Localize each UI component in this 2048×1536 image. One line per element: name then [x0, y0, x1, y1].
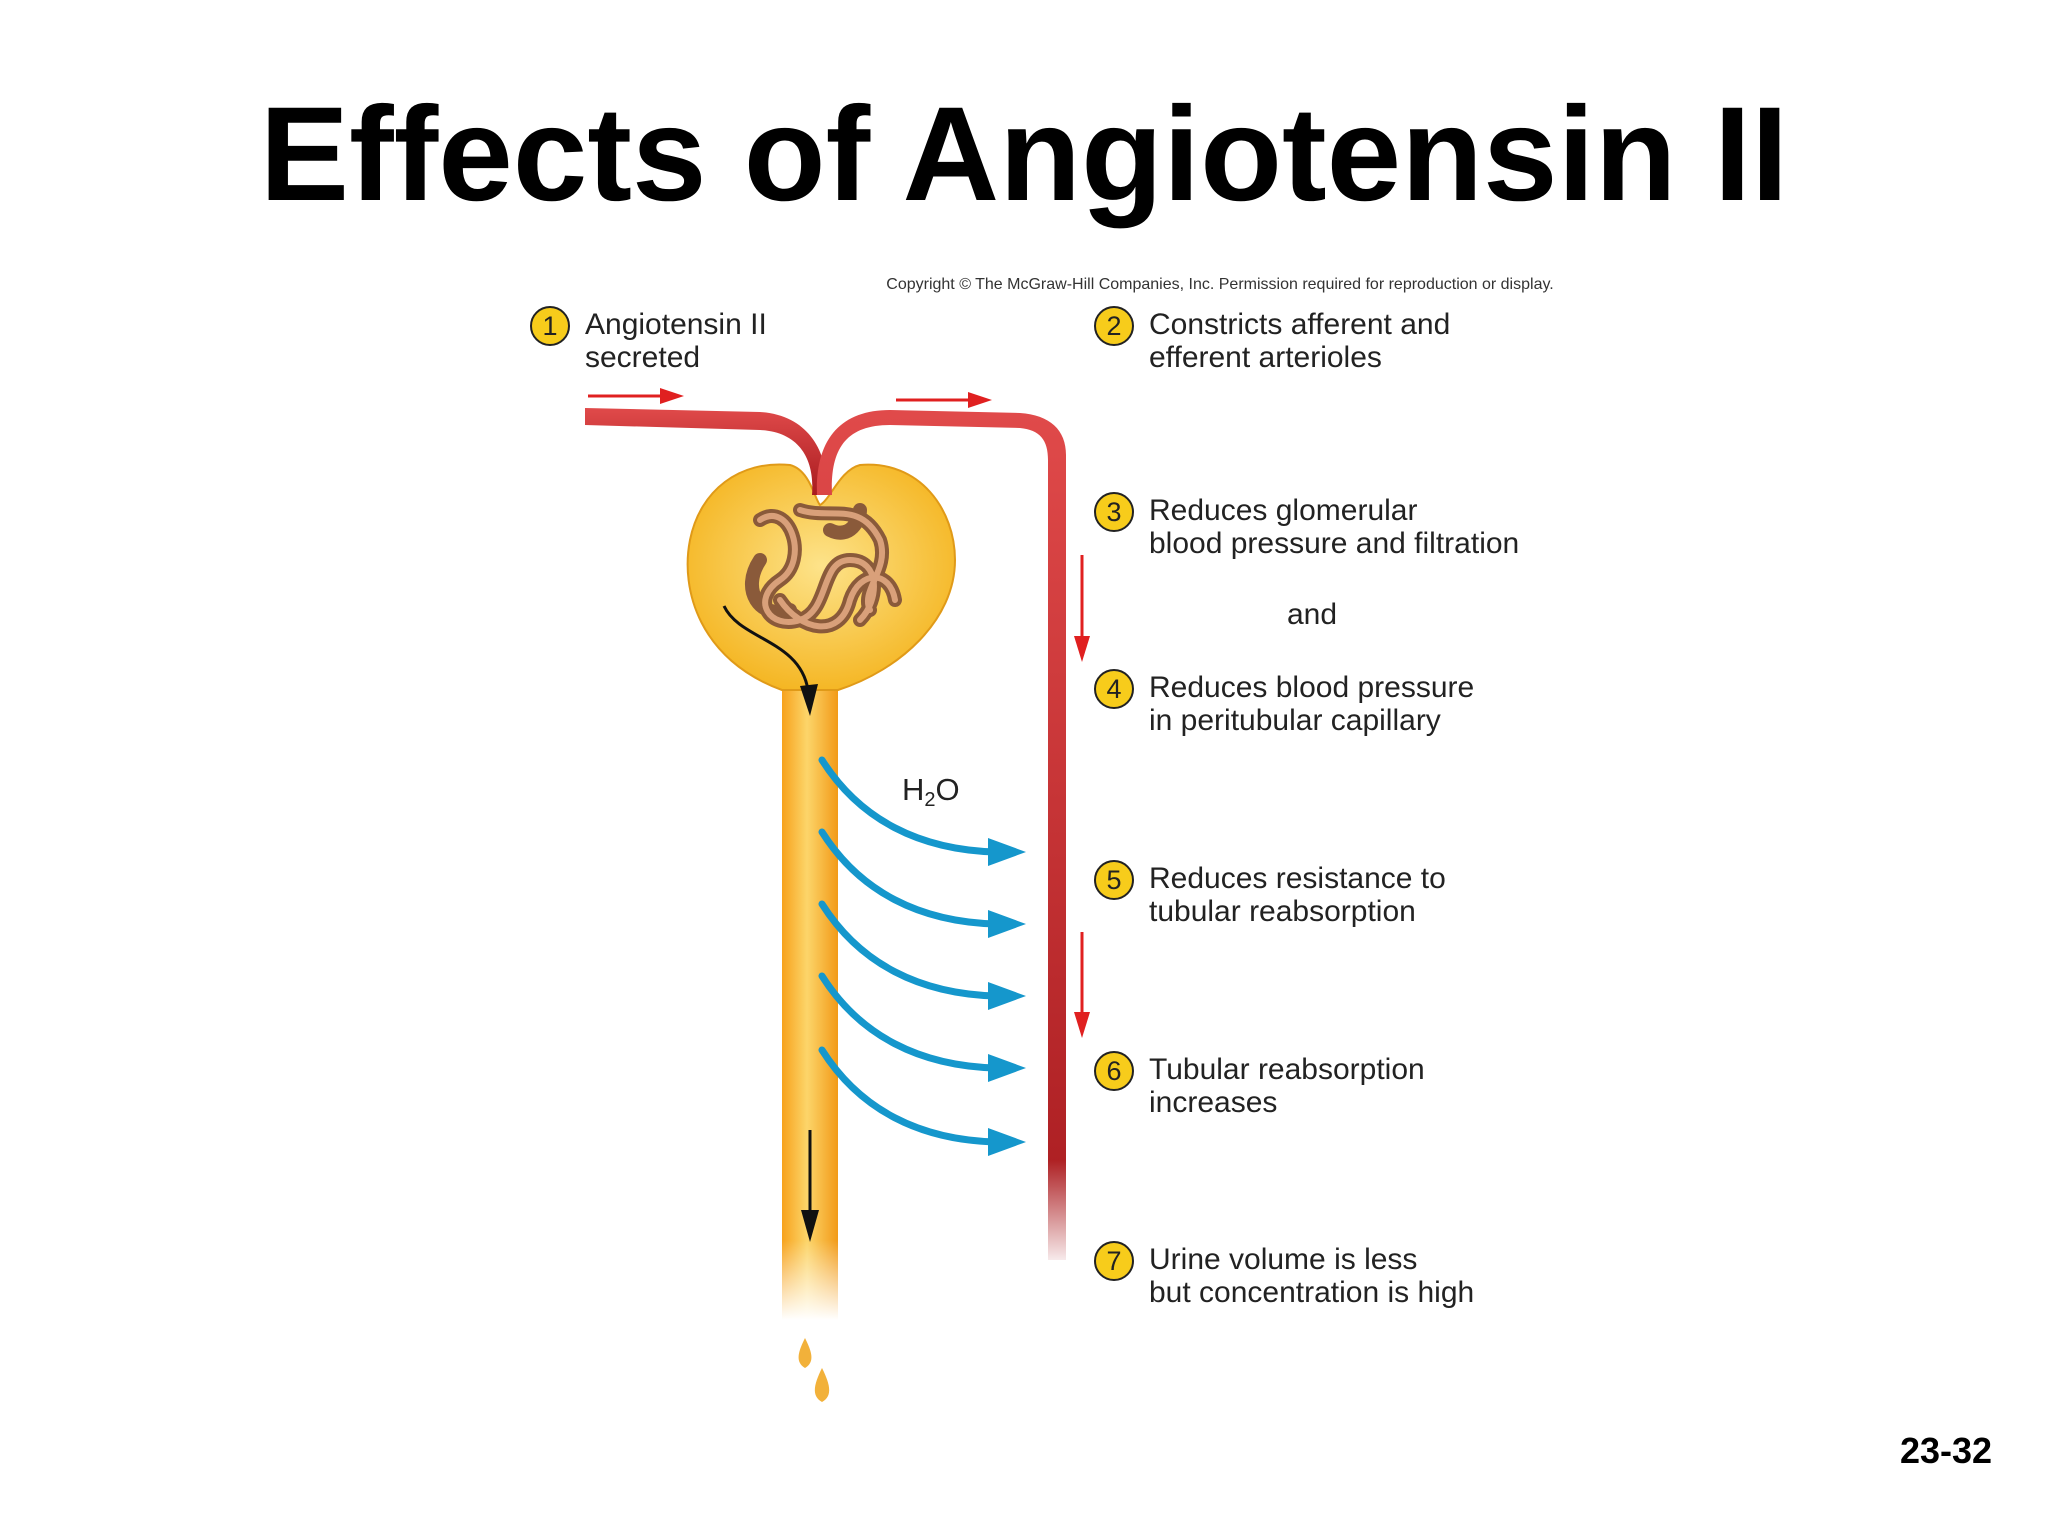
step-number-badge: 3	[1094, 492, 1134, 532]
flow-arrow-afferent	[588, 388, 684, 404]
water-reabsorption-arrows	[818, 756, 1000, 1146]
step-number-badge: 6	[1094, 1051, 1134, 1091]
step-number-badge: 2	[1094, 306, 1134, 346]
step-number-badge: 7	[1094, 1241, 1134, 1281]
urine-drops	[798, 1338, 830, 1402]
step-number-badge: 5	[1094, 860, 1134, 900]
flow-arrow-down-upper	[1074, 555, 1090, 662]
slide-title: Effects of Angiotensin II	[259, 80, 1789, 229]
step-number-badge: 4	[1094, 669, 1134, 709]
step-number-badge: 1	[530, 306, 570, 346]
flow-arrow-efferent	[896, 392, 992, 408]
flow-arrow-down-lower	[1074, 932, 1090, 1038]
slide-number: 23-32	[1900, 1430, 1993, 1471]
water-label: H2O	[902, 772, 960, 811]
copyright-notice: Copyright © The McGraw-Hill Companies, I…	[886, 276, 1554, 293]
filtrate-arrow-curved	[722, 605, 810, 691]
urine-flow-arrow	[801, 1130, 819, 1242]
afferent-arteriole	[585, 408, 827, 495]
and-label: and	[1287, 598, 1338, 631]
